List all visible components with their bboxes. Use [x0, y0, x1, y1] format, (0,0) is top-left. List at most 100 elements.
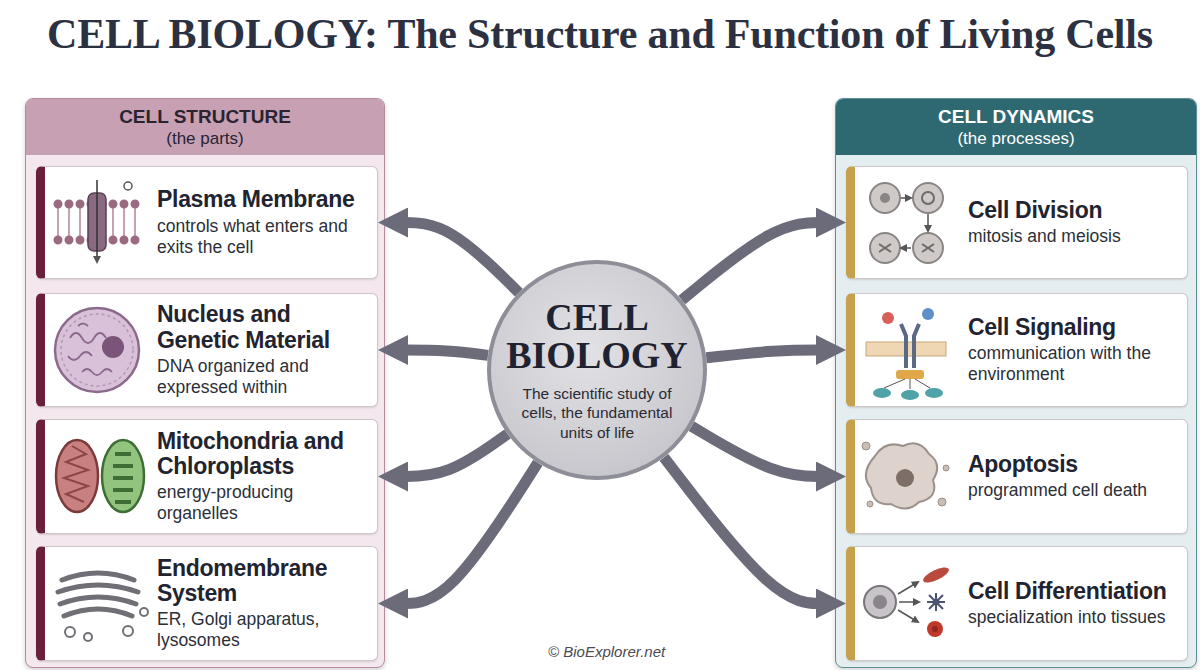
card-heading: Plasma Membrane — [157, 187, 371, 212]
card-description: energy-producing organelles — [157, 482, 371, 524]
chloroplast — [102, 440, 144, 512]
topic-card: Mitochondria and Chloroplastsenergy-prod… — [36, 419, 378, 534]
card-description: ER, Golgi apparatus, lysosomes — [157, 609, 371, 651]
topic-card: Endomembrane SystemER, Golgi apparatus, … — [36, 546, 378, 661]
panel-heading: CELL DYNAMICS — [836, 106, 1196, 129]
card-heading: Cell Differentiation — [968, 579, 1181, 604]
effector — [925, 388, 943, 398]
connector-arrow — [398, 350, 488, 355]
card-description: mitosis and meiosis — [968, 226, 1181, 247]
central-topic-circle: CELL BIOLOGY The scientific study of cell… — [487, 260, 707, 480]
central-heading: CELL BIOLOGY — [501, 298, 693, 374]
dying-cell — [866, 443, 937, 508]
connector-arrow — [398, 463, 538, 604]
lipid-heads — [58, 200, 140, 209]
card-heading: Cell Signaling — [968, 315, 1181, 340]
card-heading: Apoptosis — [968, 452, 1181, 477]
category-panel: CELL DYNAMICS(the processes) Cell Divisio… — [835, 98, 1197, 668]
connector-arrow — [398, 434, 508, 477]
lipid-heads — [58, 236, 140, 245]
ligand — [922, 308, 934, 320]
card-heading: Endomembrane System — [157, 556, 371, 607]
fate-arrow — [899, 601, 919, 603]
apoptosis-icon — [862, 442, 949, 509]
cell — [870, 183, 900, 213]
nucleolus — [102, 336, 124, 358]
blood-cell-center — [932, 626, 938, 632]
connector-arrow — [664, 457, 826, 603]
topic-card: Nucleus and Genetic MaterialDNA organize… — [36, 293, 378, 407]
neuron-body — [933, 599, 940, 606]
connector-arrow — [398, 223, 519, 293]
golgi-cisternae — [58, 573, 138, 616]
central-description: The scientific study of cells, the funda… — [512, 384, 682, 442]
chromosomes — [922, 244, 934, 252]
card-heading: Nucleus and Genetic Material — [157, 302, 371, 353]
watermark: © BioExplorer.net — [548, 643, 665, 660]
membrane-band — [866, 342, 946, 356]
nucleus-icon — [55, 308, 139, 392]
category-panel: CELL STRUCTURE(the parts) Plasma Membrane… — [25, 98, 385, 668]
cell — [913, 233, 943, 263]
card-description: DNA organized and expressed within — [157, 356, 371, 398]
panel-header-band: CELL STRUCTURE(the parts) — [26, 99, 384, 155]
relay-protein — [896, 370, 924, 379]
connector-arrow — [682, 223, 826, 301]
lipid-tails — [57, 208, 140, 236]
fate-arrow — [898, 582, 918, 594]
panel-subheading: (the processes) — [836, 129, 1196, 149]
fate-arrow — [898, 610, 918, 622]
card-heading: Mitochondria and Chloroplasts — [157, 429, 371, 480]
panel-subheading: (the parts) — [26, 129, 384, 149]
panel-header-band: CELL DYNAMICS(the processes) — [836, 99, 1196, 155]
connector-arrow — [692, 426, 826, 476]
cell — [913, 183, 943, 213]
vesicle — [123, 626, 133, 636]
vesicle — [65, 627, 75, 637]
topic-card: Apoptosis programmed cell death — [846, 419, 1188, 534]
transport-arrow — [96, 180, 98, 262]
organelle-icon — [56, 440, 144, 512]
nuclear-pores — [61, 314, 133, 386]
channel-protein — [88, 193, 106, 251]
step-arrow — [927, 214, 929, 231]
apoptotic-body — [938, 498, 946, 506]
mitochondrion — [56, 440, 98, 512]
condensed-nucleus — [896, 469, 914, 487]
differentiation-icon — [864, 565, 951, 637]
muscle-cell — [921, 565, 951, 586]
blood-cell — [927, 621, 943, 637]
card-description: controls what enters and exits the cell — [157, 216, 371, 258]
stem-cell — [864, 586, 896, 618]
topic-card: Cell Signaling communication with the env… — [846, 293, 1188, 407]
cell-nucleus — [922, 192, 934, 204]
effector — [873, 388, 891, 398]
apoptotic-body — [943, 465, 949, 471]
topic-card: Cell Division mitosis and meiosis — [846, 166, 1188, 279]
diagram-title: CELL BIOLOGY: The Structure and Function… — [0, 10, 1200, 58]
cristae — [64, 446, 88, 502]
card-description: communication with the environment — [968, 343, 1181, 385]
nuclear-envelope — [55, 308, 139, 392]
division-icon — [870, 183, 943, 263]
vesicle — [84, 633, 92, 641]
cell — [870, 233, 900, 263]
apoptotic-body — [867, 501, 873, 507]
membrane-icon — [57, 180, 140, 262]
topic-card: Plasma Membrane controls what enters and … — [36, 166, 378, 279]
panel-heading: CELL STRUCTURE — [26, 106, 384, 129]
golgi-icon — [58, 573, 148, 641]
apoptotic-body — [862, 442, 870, 450]
receptor — [901, 324, 919, 368]
topic-card: Cell Differentiationspecialization into … — [846, 546, 1188, 661]
thylakoids — [113, 454, 133, 502]
card-description: programmed cell death — [968, 480, 1181, 501]
vesicle — [140, 608, 148, 616]
card-heading: Cell Division — [968, 198, 1181, 223]
signal-lines — [884, 379, 930, 389]
step-arrow — [901, 247, 911, 249]
